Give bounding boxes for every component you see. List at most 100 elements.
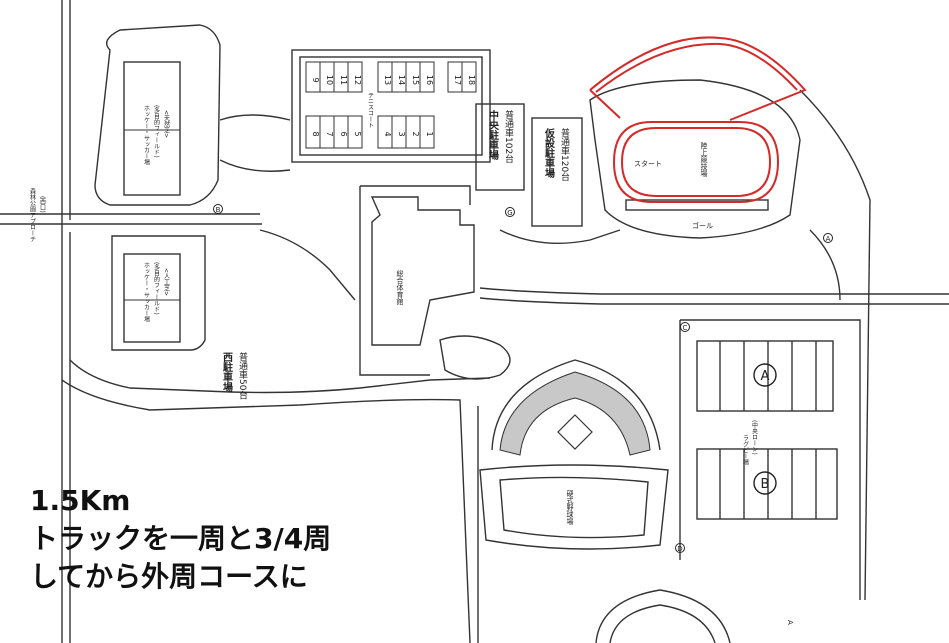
rugby-field-a [696, 340, 834, 412]
tennis-court-number: 9 [311, 77, 320, 82]
road-west-curve [69, 359, 491, 394]
toilet-g-icon [505, 207, 515, 217]
tennis-court-number: 4 [383, 131, 392, 136]
route-outer-loop-2 [595, 42, 798, 93]
hockey1-sub-label: (多目的フィールド) [153, 105, 160, 158]
temp-parking-box [531, 117, 583, 227]
hockey2-sub-label: (多目的フィールド) [153, 262, 160, 315]
field-a-label: A [761, 369, 770, 384]
tennis-court-number: 16 [425, 75, 434, 85]
toilet-c-icon [680, 322, 690, 332]
route-caption: 1.5Km トラックを一周と3/4周 してから外周コースに [30, 482, 331, 596]
tennis-court-number: 6 [339, 131, 348, 136]
hockey2-enclosure [111, 235, 206, 351]
hockey1-label: ホッケー・サッカー場 [143, 105, 150, 166]
tennis-courts-bottom [305, 115, 435, 149]
hockey-field-2 [123, 253, 181, 343]
gym-label: 総合体育館 [396, 269, 404, 306]
hockey-field-1 [123, 61, 181, 196]
hockey1-enclosure [94, 24, 221, 206]
start-label: スタート [634, 159, 662, 168]
road-main-east-west [479, 287, 949, 305]
stadium-stand [625, 199, 769, 211]
temp-parking-count: 普通車120台 [559, 127, 570, 182]
rugby-field-b [696, 448, 838, 520]
road-south-west [61, 379, 471, 643]
path-2 [259, 229, 356, 301]
baseball-outer [479, 464, 669, 550]
tennis-courts-top [305, 61, 477, 93]
field-b-circle [753, 471, 777, 495]
tennis-label: テニスコート [367, 92, 374, 128]
arena-south-inner [609, 604, 716, 643]
tennis-court-number: 2 [411, 131, 420, 136]
tennis-inner [299, 56, 483, 156]
baseball-inner [499, 476, 649, 539]
tennis-court-number: 15 [411, 75, 420, 85]
tennis-court-number: 17 [453, 75, 462, 85]
toilet-d-icon [675, 543, 685, 553]
toilet-a-icon [823, 233, 833, 243]
path-4 [439, 335, 511, 380]
tennis-court-number: 11 [339, 75, 348, 85]
rugby-sub-label: (中央ローン) [751, 420, 758, 455]
toilet-g-label: G [507, 209, 512, 217]
gym-surround [359, 185, 471, 376]
toilet-c-label: C [683, 324, 688, 332]
toilet-b-label: B [216, 206, 221, 214]
east-road [799, 89, 871, 601]
tennis-court-number: 10 [325, 75, 334, 85]
tennis-block-outline [291, 49, 491, 163]
toilet-a-label: A [826, 235, 831, 243]
central-parking-count: 普通車102台 [503, 109, 514, 164]
path-3 [499, 229, 621, 244]
tennis-court-number: 1 [425, 131, 434, 136]
tennis-court-number: 5 [353, 131, 362, 136]
hockey2-turf-label: <人工芝> [163, 268, 170, 296]
caption-line-1: トラックを一周と3/4周 [30, 522, 332, 555]
west-gate-label: (西口) [39, 196, 46, 213]
central-parking-box [475, 103, 525, 191]
tennis-court-number: 18 [467, 75, 476, 85]
route-track-inner [620, 127, 772, 197]
tennis-court-number: 8 [311, 131, 320, 136]
road-horizontal-top [0, 213, 262, 225]
rugby-field-a-lines [719, 341, 817, 411]
caption-distance: 1.5Km [30, 484, 131, 517]
baseball-stands-ring [491, 359, 661, 451]
side-a-label: A [786, 620, 794, 625]
tennis-court-number: 7 [325, 131, 334, 136]
caption-line-2: してから外周コースに [30, 560, 308, 593]
toilet-b-icon [213, 204, 223, 214]
forest-approach-label: 森林公園アプローチ [29, 187, 36, 242]
gym-outline [370, 196, 475, 346]
tennis-court-number: 3 [397, 131, 406, 136]
stadium-enclosure [589, 79, 801, 239]
west-parking-count: 普通車50台 [237, 351, 248, 400]
path-1 [219, 114, 291, 172]
toilet-d-label: D [677, 545, 682, 553]
goal-label: ゴール [692, 221, 713, 230]
tennis-court-number: 14 [397, 75, 406, 85]
hockey2-label: ホッケー・サッカー場 [143, 262, 150, 323]
field-a-circle [753, 363, 777, 387]
route-outer-loop [589, 36, 807, 121]
west-parking-label: 西駐車場 [221, 352, 233, 393]
rugby-field-b-lines [719, 449, 817, 519]
baseball-label: 硬式野球場 [566, 490, 574, 526]
route-track-outer [612, 121, 780, 203]
tennis-court-number: 12 [353, 75, 362, 85]
rugby-enclosure [679, 319, 861, 600]
arena-south [595, 589, 731, 643]
hockey1-turf-label: <天然芝> [163, 110, 170, 138]
temp-parking-label: 仮設駐車場 [543, 127, 556, 179]
central-parking-label: 中央駐車場 [487, 109, 499, 161]
baseball-diamond [557, 414, 593, 450]
baseball-seats [499, 371, 651, 456]
rugby-label: ラグビー場 [742, 435, 749, 466]
field-b-label: B [761, 477, 770, 492]
stadium-label: 陸上競技場 [700, 141, 708, 178]
tennis-court-number: 13 [383, 75, 392, 85]
